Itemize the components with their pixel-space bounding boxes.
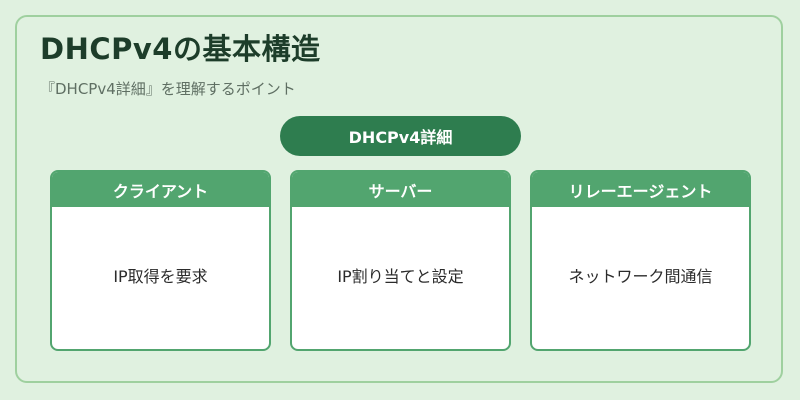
diagram-frame: [15, 15, 783, 383]
header-pill: DHCPv4詳細: [280, 116, 521, 156]
card-text: IP取得を要求: [113, 267, 208, 286]
card-header: サーバー: [292, 172, 509, 207]
card-text: ネットワーク間通信: [568, 267, 713, 286]
page-subtitle: 『DHCPv4詳細』を理解するポイント: [40, 80, 296, 98]
card-header: クライアント: [52, 172, 269, 207]
card-title: クライアント: [112, 181, 209, 201]
card-title: サーバー: [368, 181, 433, 201]
card-body: IP割り当てと設定: [292, 207, 509, 349]
card-client: クライアント IP取得を要求: [50, 170, 271, 351]
card-title: リレーエージェント: [568, 181, 713, 201]
card-body: ネットワーク間通信: [532, 207, 749, 349]
card-body: IP取得を要求: [52, 207, 269, 349]
card-relay-agent: リレーエージェント ネットワーク間通信: [530, 170, 751, 351]
card-server: サーバー IP割り当てと設定: [290, 170, 511, 351]
header-pill-label: DHCPv4詳細: [348, 128, 453, 147]
page-title: DHCPv4の基本構造: [40, 32, 321, 66]
card-text: IP割り当てと設定: [337, 267, 464, 286]
card-header: リレーエージェント: [532, 172, 749, 207]
